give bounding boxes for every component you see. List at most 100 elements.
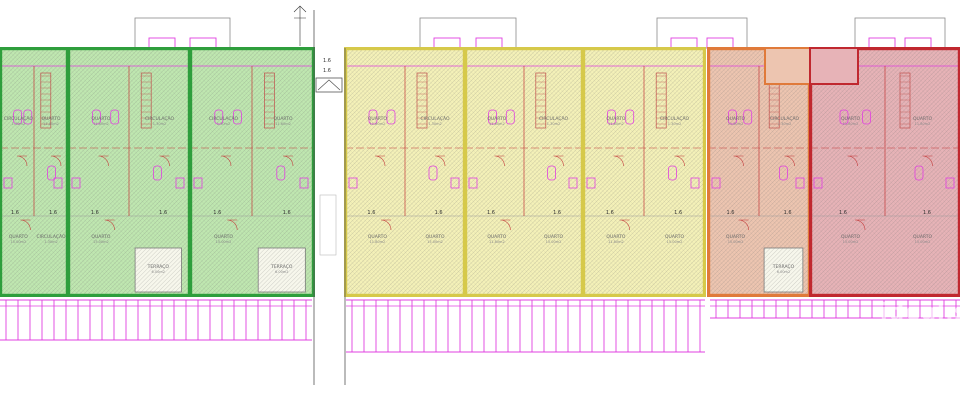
bathroom-fixture (728, 109, 737, 125)
room-name-label: TERRAÇO (772, 264, 795, 270)
block-notch (809, 47, 859, 85)
room-name-label: CIRCULAÇÃO (770, 115, 800, 122)
door-swing (50, 155, 62, 167)
roof-outline (854, 17, 946, 49)
wardrobe (468, 177, 478, 189)
room-name-label: QUARTO (273, 116, 292, 122)
room-area-label: 1.30m2 (668, 122, 681, 126)
room-labels: CIRCULAÇÃO1.30m2QUARTO11.80m2QUARTO15.00… (4, 115, 933, 274)
bathroom-fixture (779, 165, 788, 181)
skylight (904, 37, 932, 49)
door-swing (282, 155, 294, 167)
room-name-label: CIRCULAÇÃO (36, 233, 66, 240)
wardrobe (348, 177, 358, 189)
center-walkway: 1.61.6 (293, 5, 346, 385)
dimension-label: 1.6 (487, 210, 495, 216)
bathroom-fixture (92, 109, 101, 125)
wardrobe (586, 177, 596, 189)
room-area-label: 11.80m2 (370, 122, 386, 126)
skylight (475, 37, 503, 49)
room-name-label: TERRAÇO (270, 264, 293, 270)
dimension-label: 1.6 (367, 210, 375, 216)
axis-marker-head (293, 5, 307, 19)
room-name-label: CIRCULAÇÃO (660, 115, 690, 122)
bathroom-fixture (47, 165, 56, 181)
room-area-label: 15.00m2 (843, 240, 859, 244)
door-swing (16, 155, 28, 167)
stair (899, 72, 911, 129)
dimension-label: 1.6 (435, 210, 443, 216)
door-swing (553, 155, 564, 167)
room-name-label: CIRCULAÇÃO (145, 115, 175, 122)
door-swing (380, 219, 392, 231)
door-swing (922, 155, 933, 167)
skylight (868, 37, 896, 49)
terrace-hatch (764, 248, 803, 292)
room-name-label: CIRCULAÇÃO (209, 115, 239, 122)
walkway-frame (315, 77, 343, 93)
room-name-label: QUARTO (487, 116, 506, 122)
room-area-label: 11.80m2 (489, 122, 505, 126)
terrace-hatch (135, 248, 182, 292)
walkway-arrow (317, 79, 341, 91)
bathroom-fixture (428, 165, 438, 181)
dimension-label: 1.6 (606, 210, 614, 216)
door-swing (494, 155, 505, 167)
room-name-label: QUARTO (91, 116, 110, 122)
door-swing (500, 219, 511, 231)
dimension-label: 1.6 (784, 210, 792, 216)
dimension-label: 1.6 (839, 210, 847, 216)
room-name-label: QUARTO (913, 116, 932, 122)
room-area-label: 15.00m2 (427, 240, 443, 244)
bathroom-fixture (368, 109, 378, 125)
room-name-label: QUARTO (425, 234, 444, 240)
bathroom-fixture (914, 165, 924, 181)
door-swing (733, 155, 744, 167)
wardrobe (945, 177, 955, 189)
door-swing (434, 155, 446, 167)
skylight (706, 37, 734, 49)
room-name-label: QUARTO (214, 234, 233, 240)
dimension-label: 1.6 (49, 210, 57, 216)
bathroom-fixture (13, 109, 23, 125)
bathroom-fixture (152, 165, 162, 181)
bathroom-fixture (110, 109, 120, 125)
apartment-blocks (0, 17, 960, 297)
room-area-label: 11.80m2 (489, 240, 505, 244)
room-area-label: 6.00m2 (777, 270, 790, 274)
bathroom-fixture (505, 109, 515, 125)
balcony-railings (0, 299, 960, 353)
room-area-label: 15.00m2 (93, 240, 109, 244)
room-name-label: QUARTO (726, 116, 745, 122)
door-swing (220, 155, 232, 167)
room-name-label: QUARTO (368, 116, 387, 122)
dimension-label: 1.6 (11, 210, 19, 216)
door-swing (20, 219, 31, 231)
wardrobe (711, 177, 721, 189)
skylight (148, 37, 176, 49)
room-area-label: 11.80m2 (43, 122, 59, 126)
skylight (189, 37, 217, 49)
room-name-label: CIRCULAÇÃO (539, 115, 569, 122)
room-name-label: QUARTO (841, 234, 860, 240)
bathroom-fixture (839, 109, 849, 125)
wardrobe (299, 177, 309, 189)
room-name-label: QUARTO (368, 234, 387, 240)
room-area-label: 11.80m2 (608, 122, 624, 126)
wardrobe (71, 177, 81, 189)
room-area-label: 1.30m2 (12, 122, 25, 126)
room-name-label: QUARTO (665, 234, 684, 240)
room-name-label: QUARTO (606, 116, 625, 122)
room-name-label: QUARTO (544, 234, 563, 240)
door-swing (98, 155, 109, 167)
room-area-label: 11.80m2 (915, 122, 931, 126)
wardrobe (813, 177, 823, 189)
room-area-label: 1.30m2 (153, 122, 166, 126)
door-swing (674, 155, 685, 167)
dimension-label: 1.6 (213, 210, 221, 216)
wardrobe (3, 177, 13, 189)
door-swing (619, 219, 630, 231)
room-area-label: 1.30m2 (428, 122, 441, 126)
dimension-label: 1.6 (923, 210, 931, 216)
wardrobe (193, 177, 203, 189)
